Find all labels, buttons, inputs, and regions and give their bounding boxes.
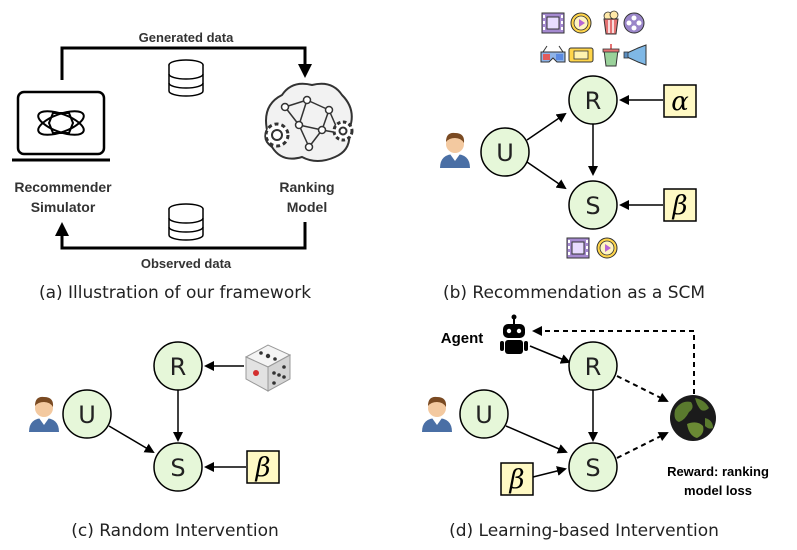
observed-data-arrow [55,222,307,250]
node-s-d-label: S [585,454,600,482]
beta-symbol-c: β [254,453,270,483]
user-person-icon-c [29,396,59,432]
3d-glasses-icon [540,45,566,63]
edge-u-r [526,112,567,141]
user-person-icon-d [422,396,452,432]
beta-box-c [246,450,280,484]
panel-c: R U S β (c) Random Intervention [29,341,292,541]
alpha-symbol: α [671,87,689,117]
generated-data-arrow [60,46,312,80]
beta-box-d [500,462,534,496]
earth-globe-icon [670,395,716,441]
node-r-d [568,341,618,391]
database-icon-top [168,59,204,97]
robot-icon [500,314,528,354]
beta-box [663,188,697,222]
caption-c: (c) Random Intervention [71,521,279,541]
media-icons-row2 [540,44,647,67]
popcorn-icon [603,10,619,35]
node-r-c-label: R [170,353,187,381]
beta-symbol: β [671,191,687,221]
edge-s-reward-dashed [616,432,669,459]
agent-label: Agent [441,330,484,347]
panel-b: R U S α β (b) Recommendation as a SCM [440,10,705,303]
film-strip-icon-bottom [566,237,590,259]
right-label-line2: Model [287,199,327,215]
media-icons-row1 [541,10,645,35]
brain-gear-icon [264,82,354,162]
user-person-icon [440,132,470,168]
play-button-icon [570,12,592,34]
node-r-d-label: R [585,353,602,381]
node-u-c-label: U [78,401,96,429]
edge-u-s [526,161,567,190]
node-u-label: U [496,139,514,167]
alpha-box [663,84,697,118]
panel-a: Recommender Simulator [12,30,354,303]
node-u-d [459,389,509,439]
node-u [480,127,530,177]
node-u-c [62,389,112,439]
edge-reward-agent-dashed [532,326,695,394]
node-r [568,75,618,125]
edge-agent-r [529,345,571,364]
reward-label-line2: model loss [684,483,752,498]
node-s [568,180,618,230]
observed-data-label: Observed data [141,256,232,271]
left-label-line1: Recommender [14,179,112,195]
node-s-c [153,442,203,492]
film-strip-icon [541,12,565,34]
node-s-label: S [585,192,600,220]
edge-r-reward-dashed [616,375,669,402]
node-s-c-label: S [170,454,185,482]
caption-d: (d) Learning-based Intervention [449,521,719,541]
beta-symbol-d: β [508,465,524,495]
caption-a: (a) Illustration of our framework [39,283,311,303]
edge-u-s-c [108,425,155,454]
database-icon-bottom [168,203,204,241]
left-label-line2: Simulator [31,199,96,215]
drink-cup-icon [602,44,620,67]
megaphone-icon [623,44,647,66]
recommender-simulator-icon [12,90,110,162]
node-s-d [568,442,618,492]
panel-d: Agent R U S β [422,314,769,541]
film-reel-icon [623,12,645,34]
caption-b: (b) Recommendation as a SCM [443,283,705,303]
edge-u-s-d [505,425,568,454]
ticket-icon [568,47,594,63]
edge-beta-s-d [532,466,567,478]
node-r-c [153,341,203,391]
generated-data-label: Generated data [139,30,234,45]
play-button-icon-bottom [596,237,618,259]
node-u-d-label: U [475,401,493,429]
dice-icon [244,344,292,392]
node-r-label: R [585,87,602,115]
reward-label-line1: Reward: ranking [667,464,769,479]
right-label-line1: Ranking [279,179,334,195]
